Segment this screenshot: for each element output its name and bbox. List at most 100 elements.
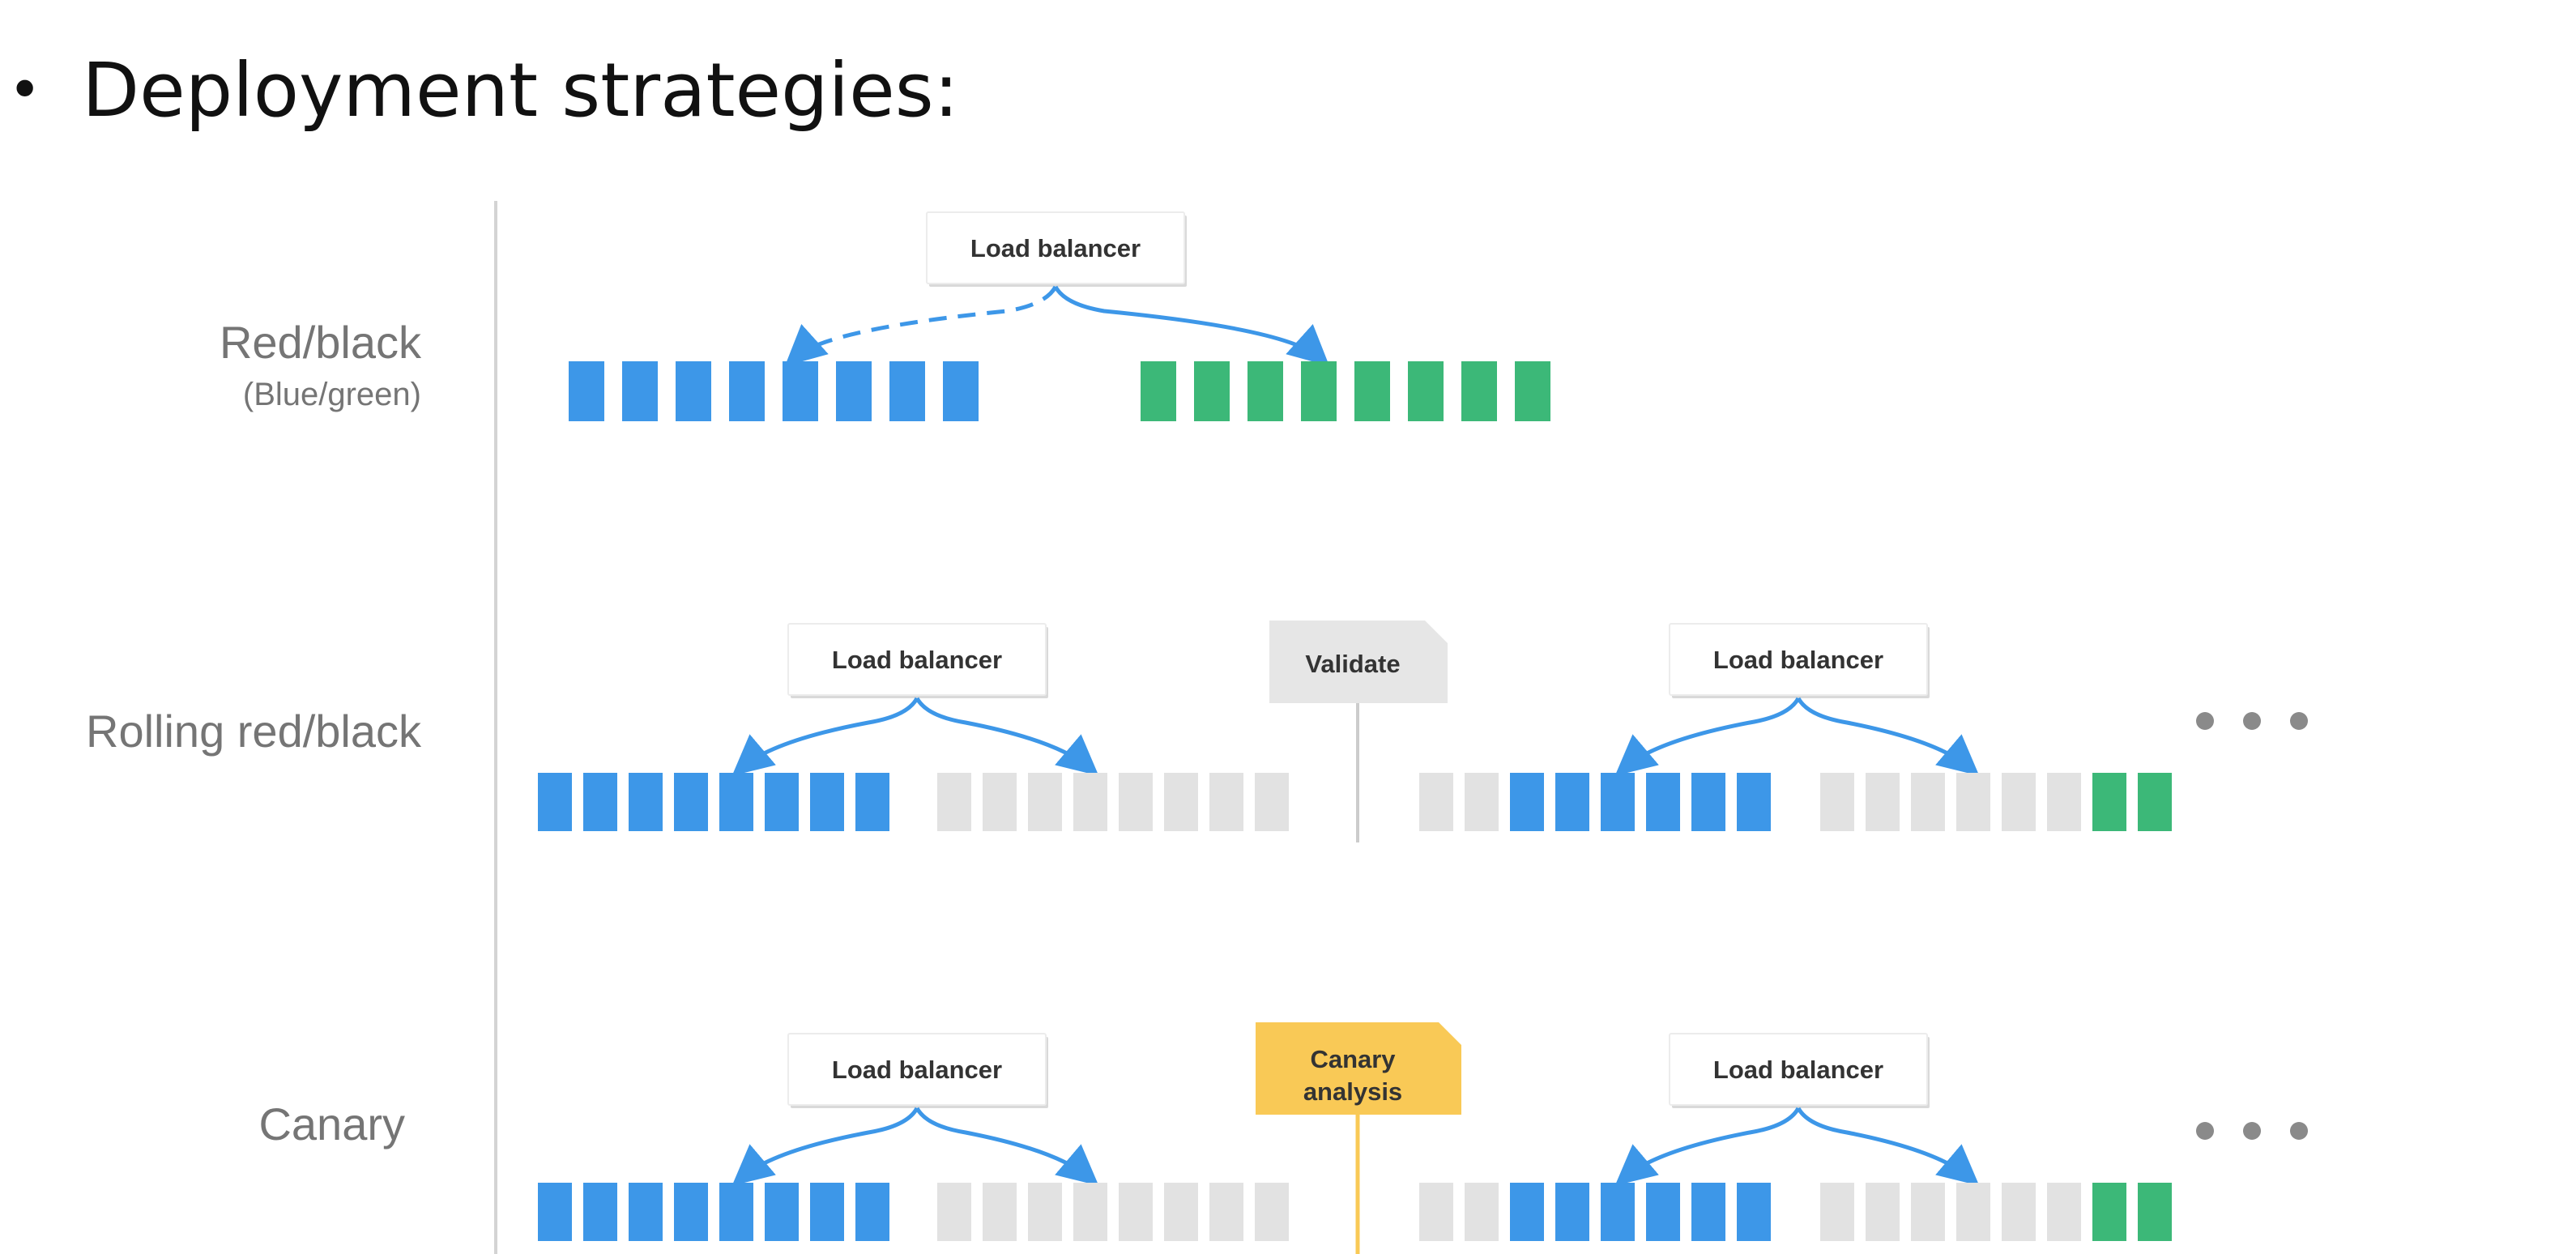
gray-instance [1073, 1183, 1107, 1241]
routing-arrow-right [1796, 697, 1980, 776]
blue-instance [783, 361, 818, 421]
blue-instance [676, 361, 711, 421]
gray-instance [1164, 1183, 1198, 1241]
canary-analysis-label-line2: analysis [1303, 1077, 1402, 1106]
gray-instance [1255, 773, 1289, 831]
gray-instance [1209, 773, 1243, 831]
gray-instance [2047, 1183, 2081, 1241]
load-balancer-label: Load balancer [832, 1056, 1002, 1084]
blue-instance [1737, 1183, 1771, 1241]
gray-instance [983, 1183, 1017, 1241]
validate-label: Validate [1305, 650, 1400, 678]
green-instance [1247, 361, 1283, 421]
row-label-text: Red/black [219, 317, 421, 368]
blue-instance [810, 1183, 844, 1241]
green-instance [1354, 361, 1390, 421]
ellipsis-dot [2290, 1122, 2308, 1140]
green-instance [2138, 1183, 2172, 1241]
blue-instance [855, 773, 889, 831]
gray-instance [937, 1183, 971, 1241]
blue-instance [583, 773, 617, 831]
gray-instance [1465, 1183, 1499, 1241]
blue-instance [1646, 773, 1680, 831]
blue-instance [629, 773, 663, 831]
gray-instance [1956, 1183, 1990, 1241]
blue-instance [629, 1183, 663, 1241]
routing-arrow-right [915, 1107, 1099, 1186]
load-balancer-label: Load balancer [1713, 1056, 1883, 1084]
blue-instance [569, 361, 604, 421]
routing-arrow-left [1614, 697, 1801, 776]
blue-instance [719, 1183, 753, 1241]
blue-instance [1691, 773, 1725, 831]
blue-instance [765, 773, 799, 831]
gray-instance [1255, 1183, 1289, 1241]
validate-tag [1269, 621, 1448, 703]
ellipsis-dot [2290, 712, 2308, 730]
routing-arrow-right [915, 697, 1099, 776]
gray-instance [1419, 773, 1453, 831]
load-balancer-box [787, 1033, 1047, 1106]
blue-instance [810, 773, 844, 831]
blue-instance [538, 1183, 572, 1241]
blue-instance [1510, 1183, 1544, 1241]
load-balancer-label: Load balancer [970, 234, 1141, 262]
row-label-text: Rolling red/black [86, 706, 421, 757]
load-balancer-label: Load balancer [1713, 646, 1883, 674]
canary-analysis-label-line1: Canary [1310, 1045, 1396, 1073]
blue-instance [674, 773, 708, 831]
load-balancer-box [926, 211, 1185, 284]
gray-instance [1911, 1183, 1945, 1241]
ellipsis-dot [2196, 1122, 2214, 1140]
blue-instance [729, 361, 765, 421]
gray-instance [1820, 773, 1854, 831]
blue-instance [1737, 773, 1771, 831]
blue-instance [583, 1183, 617, 1241]
row-sublabel-text: (Blue/green) [242, 377, 421, 412]
routing-arrow-left [784, 285, 1058, 367]
routing-arrow-left [731, 1107, 919, 1186]
green-instance [1194, 361, 1230, 421]
green-instance [1408, 361, 1444, 421]
routing-arrow-right [1053, 285, 1330, 367]
green-instance [1461, 361, 1497, 421]
green-instance [1141, 361, 1176, 421]
row-label-canary: Canary [258, 1098, 405, 1150]
blue-instance [538, 773, 572, 831]
heading-text: Deployment strategies: [82, 46, 959, 134]
canary-analysis-tag [1256, 1022, 1461, 1115]
load-balancer-label: Load balancer [832, 646, 1002, 674]
ellipsis-dot [2243, 712, 2261, 730]
blue-instance [674, 1183, 708, 1241]
blue-instance [1691, 1183, 1725, 1241]
gray-instance [1419, 1183, 1453, 1241]
gray-instance [1911, 773, 1945, 831]
gray-instance [1209, 1183, 1243, 1241]
gray-instance [1820, 1183, 1854, 1241]
gray-instance [1028, 1183, 1062, 1241]
ellipsis-dot [2196, 712, 2214, 730]
row-label-red-black: Red/black (Blue/green) [220, 316, 421, 413]
routing-arrow-left [1614, 1107, 1801, 1186]
blue-instance [855, 1183, 889, 1241]
blue-instance [1601, 1183, 1635, 1241]
green-instance [2138, 773, 2172, 831]
load-balancer-box [1669, 623, 1928, 696]
blue-instance [719, 773, 753, 831]
load-balancer-box [787, 623, 1047, 696]
gray-instance [1028, 773, 1062, 831]
ellipsis-dot [2243, 1122, 2261, 1140]
blue-instance [943, 361, 979, 421]
blue-instance [836, 361, 872, 421]
gray-instance [1073, 773, 1107, 831]
gray-instance [2002, 1183, 2036, 1241]
gray-instance [1164, 773, 1198, 831]
blue-instance [765, 1183, 799, 1241]
gray-instance [2047, 773, 2081, 831]
gray-instance [1119, 773, 1153, 831]
bullet-icon: • [8, 57, 42, 123]
gray-instance [1866, 1183, 1900, 1241]
green-instance [2092, 1183, 2126, 1241]
blue-instance [1601, 773, 1635, 831]
